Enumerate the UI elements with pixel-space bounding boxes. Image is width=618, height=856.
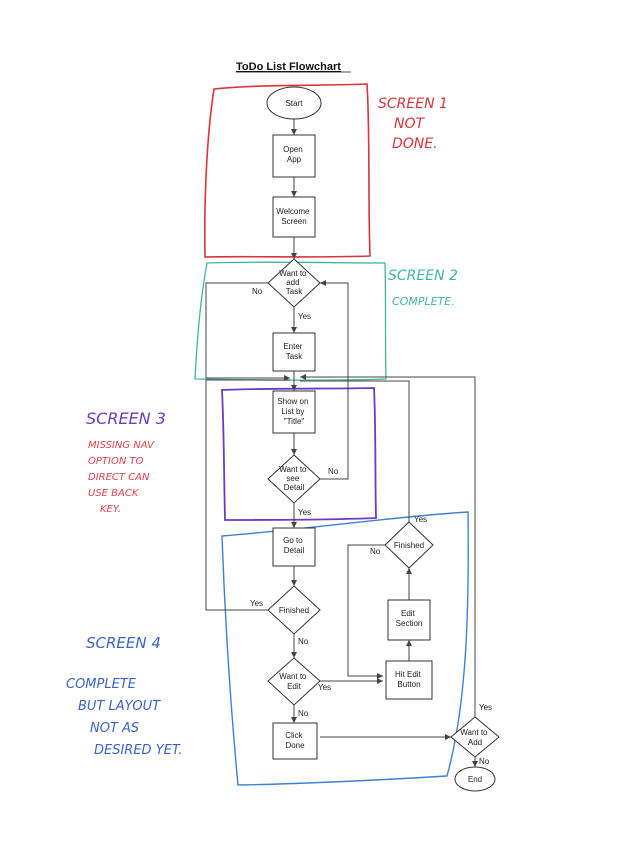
annotation-screen3-title: SCREEN 3 xyxy=(86,409,166,428)
edit-section-node xyxy=(387,599,431,641)
edge-label-no-add-task: No xyxy=(252,287,263,296)
click-done-label: Click Done xyxy=(285,731,305,750)
screen4-region xyxy=(221,511,469,786)
annotation-screen3: MISSING NAV OPTION TO DIRECT CAN USE BAC… xyxy=(88,440,157,515)
want-edit-decision xyxy=(267,657,321,706)
end-label: End xyxy=(468,775,482,784)
welcome-screen-label: Welcome Screen xyxy=(276,207,311,226)
finished-right-label: Finished xyxy=(394,541,424,550)
enter-task-node xyxy=(272,332,316,372)
want-edit-label: Want to Edit xyxy=(279,672,309,691)
annotation-screen1: SCREEN 1 NOT DONE. xyxy=(378,96,452,152)
open-app-label: Open App xyxy=(283,145,305,164)
screen3-region xyxy=(221,387,377,521)
edge-label-no-see-detail: No xyxy=(328,467,339,476)
finished-right-decision xyxy=(384,521,434,569)
annotation-screen4: SCREEN 4 COMPLETE BUT LAYOUT NOT AS DESI… xyxy=(66,634,182,758)
edge-label-no-finished-right: No xyxy=(370,547,381,556)
open-app-node xyxy=(272,134,316,178)
want-to-add-label: Want to Add xyxy=(460,728,490,747)
want-see-detail-label: Want to see Detail xyxy=(279,465,309,492)
show-list-label: Show on List by "Title" xyxy=(277,397,310,426)
edge-label-no-want-edit: No xyxy=(298,709,309,718)
screen2-region xyxy=(194,261,387,381)
edit-section-label: Edit Section xyxy=(396,609,423,628)
start-node xyxy=(266,86,322,120)
edge-label-yes-want-add: Yes xyxy=(479,703,492,712)
edge-label-no-finished-left: No xyxy=(298,637,309,646)
edge-label-yes-add-task: Yes xyxy=(298,312,311,321)
edge-label-yes-finished-right: Yes xyxy=(414,515,427,524)
start-label: Start xyxy=(286,99,304,108)
edge-label-yes-see-detail: Yes xyxy=(298,508,311,517)
want-add-task-decision xyxy=(267,258,321,308)
screen1-region xyxy=(203,83,371,258)
want-add-task-label: Want to add Task xyxy=(279,269,309,296)
go-to-detail-node xyxy=(272,527,316,567)
show-list-node xyxy=(272,390,316,434)
end-node xyxy=(454,766,496,792)
enter-task-label: Enter Task xyxy=(283,342,304,361)
chart-title: ToDo List Flowchart xyxy=(236,61,341,73)
edge-label-yes-finished-left: Yes xyxy=(250,599,263,608)
welcome-screen-node xyxy=(272,196,316,238)
edge-label-yes-want-edit: Yes xyxy=(318,683,331,692)
hit-edit-button-node xyxy=(385,660,433,700)
flow-edges xyxy=(205,119,478,767)
want-to-add-decision xyxy=(450,716,500,758)
finished-left-label: Finished xyxy=(279,606,309,615)
click-done-node xyxy=(272,722,318,760)
want-see-detail-decision xyxy=(267,454,321,504)
hit-edit-button-label: Hit Edit Button xyxy=(395,670,423,689)
edge-label-no-want-add: No xyxy=(479,757,490,766)
annotation-screen2: SCREEN 2 COMPLETE. xyxy=(388,268,462,308)
finished-left-decision xyxy=(267,585,321,635)
go-to-detail-label: Go to Detail xyxy=(283,536,305,555)
